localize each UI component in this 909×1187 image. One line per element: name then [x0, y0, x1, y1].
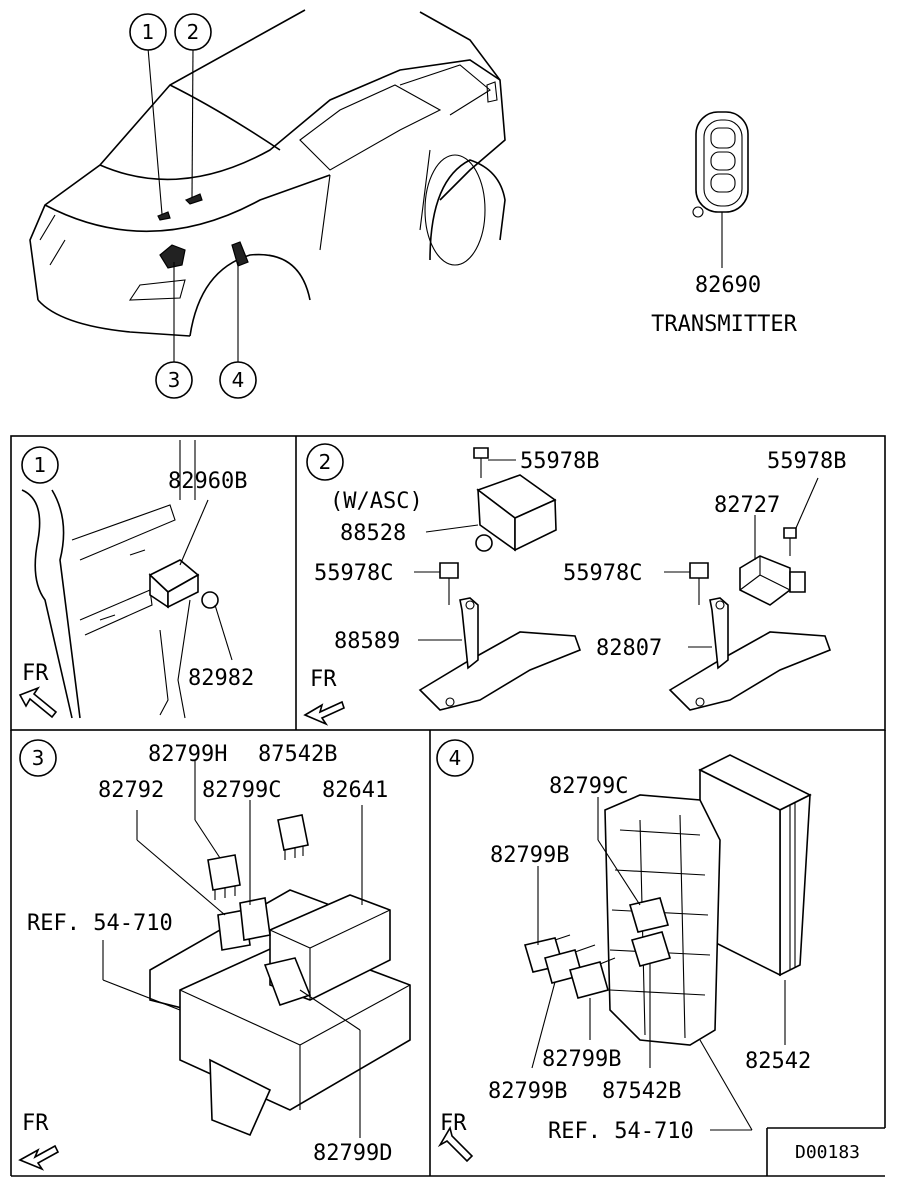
panel-4-label-82542: 82542	[745, 1049, 811, 1074]
panel-4-direction: FR	[440, 1111, 467, 1136]
panel-3-label-82641: 82641	[322, 778, 388, 803]
panel-1-direction: FR	[22, 661, 49, 686]
panel-2-number: 2	[319, 450, 332, 474]
panel-3-number: 3	[32, 746, 45, 770]
callout-1-label: 1	[142, 20, 155, 44]
panel-2-label-55978C-left: 55978C	[314, 561, 393, 586]
panel-1: 1	[21, 440, 233, 719]
callout-2-label: 2	[187, 20, 200, 44]
diagram-code: D00183	[795, 1142, 860, 1163]
panel-3-label-82792: 82792	[98, 778, 164, 803]
transmitter-illustration	[692, 111, 749, 268]
panel-2-label-w-asc: (W/ASC)	[330, 489, 423, 514]
panel-2-label-55978B-right: 55978B	[767, 449, 846, 474]
panel-3-label-82799D: 82799D	[313, 1141, 392, 1166]
panel-3-label-82799C: 82799C	[202, 778, 281, 803]
panel-1-label-82960B: 82960B	[168, 469, 247, 494]
panel-4-label-82799B-mid: 82799B	[542, 1047, 621, 1072]
transmitter-part-number: 82690	[695, 273, 761, 298]
callout-4-label: 4	[232, 368, 245, 392]
panel-3-label-ref: REF. 54-710	[27, 911, 173, 936]
panel-1-label-82982: 82982	[188, 666, 254, 691]
panel-4-label-82799B-bottom: 82799B	[488, 1079, 567, 1104]
callout-3-label: 3	[168, 368, 181, 392]
panel-4-label-87542B: 87542B	[602, 1079, 681, 1104]
callout-1: 1	[129, 13, 167, 51]
panel-4-fr-arrow-icon	[437, 1125, 474, 1163]
callout-2: 2	[174, 13, 212, 51]
panel-1-fr-arrow-icon	[18, 686, 58, 719]
panel-4-label-ref: REF. 54-710	[548, 1119, 694, 1144]
panel-4: 4	[436, 739, 812, 1131]
callout-3: 3	[155, 361, 193, 399]
panel-3-label-82799H: 82799H	[148, 742, 227, 767]
panel-2-direction: FR	[310, 667, 337, 692]
panel-2-fr-arrow-icon	[303, 700, 345, 726]
panel-frames	[10, 435, 886, 1177]
callout-4: 4	[219, 361, 257, 399]
panel-4-label-82799B-top: 82799B	[490, 843, 569, 868]
panel-2-label-88589: 88589	[334, 629, 400, 654]
panel-4-label-82799C: 82799C	[549, 774, 628, 799]
panel-3-fr-arrow-icon	[18, 1144, 60, 1171]
panel-2-label-82807: 82807	[596, 636, 662, 661]
panel-3-direction: FR	[22, 1111, 49, 1136]
panel-2-label-55978C-right: 55978C	[563, 561, 642, 586]
panel-2: 2	[306, 443, 832, 711]
panel-1-number: 1	[34, 453, 47, 477]
transmitter-name: TRANSMITTER	[651, 312, 797, 337]
panel-2-label-88528: 88528	[340, 521, 406, 546]
panel-2-label-55978B-left: 55978B	[520, 449, 599, 474]
panel-3: 3	[19, 739, 411, 1138]
panel-2-label-82727: 82727	[714, 493, 780, 518]
panel-3-label-87542B: 87542B	[258, 742, 337, 767]
panel-4-number: 4	[449, 746, 462, 770]
vehicle-illustration	[29, 9, 506, 362]
